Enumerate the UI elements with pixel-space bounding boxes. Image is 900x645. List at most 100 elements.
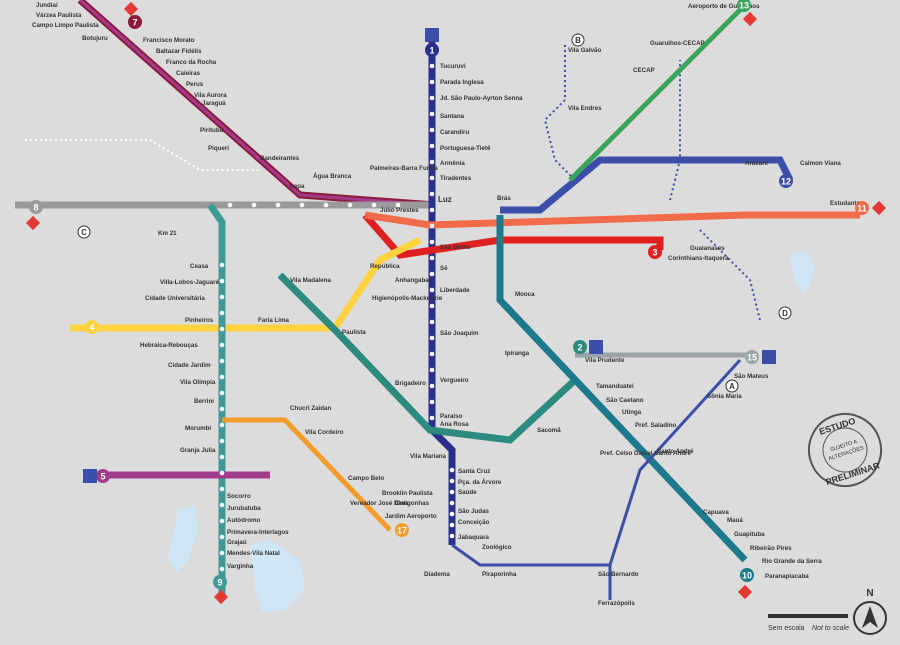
label-varginha[interactable]: Varginha bbox=[227, 563, 254, 570]
label-mooca[interactable]: Mooca bbox=[515, 291, 535, 298]
station-dot[interactable] bbox=[429, 95, 435, 101]
badge-line-12[interactable]: 12 bbox=[779, 174, 793, 188]
label-santa-cruz[interactable]: Santa Cruz bbox=[458, 468, 490, 475]
badge-line-15[interactable]: 15 bbox=[745, 350, 759, 364]
badge-a[interactable]: A bbox=[725, 379, 739, 393]
station-dot[interactable] bbox=[219, 390, 225, 396]
label-aracare[interactable]: Aracaré bbox=[745, 160, 769, 167]
label-franco-rocha[interactable]: Franco da Rocha bbox=[166, 59, 217, 66]
label-sonia-maria[interactable]: Sônia Maria bbox=[707, 393, 742, 400]
station-dot[interactable] bbox=[429, 319, 435, 325]
station-dot[interactable] bbox=[429, 63, 435, 69]
label-zoologico[interactable]: Zoológico bbox=[482, 544, 512, 551]
label-parada-inglesa[interactable]: Parada Inglesa bbox=[440, 79, 484, 86]
label-jaragua[interactable]: Jaraguá bbox=[202, 100, 226, 107]
label-higienopolis[interactable]: Higienópolis-Mackenzie bbox=[372, 295, 443, 302]
station-dot[interactable] bbox=[429, 175, 435, 181]
badge-line-1[interactable]: 1 bbox=[425, 43, 439, 57]
label-vila-galvao[interactable]: Vila Galvão bbox=[568, 47, 601, 54]
label-sao-bernardo[interactable]: São Bernardo bbox=[598, 571, 639, 578]
station-dot[interactable] bbox=[219, 406, 225, 412]
label-vila-mariana[interactable]: Vila Mariana bbox=[410, 453, 447, 460]
label-corinthians[interactable]: Corinthians-Itaquera bbox=[668, 255, 729, 262]
label-vergueiro[interactable]: Vergueiro bbox=[440, 377, 469, 384]
label-agua-branca[interactable]: Água Branca bbox=[313, 173, 352, 180]
label-grajau[interactable]: Grajaú bbox=[227, 539, 247, 546]
station-dot[interactable] bbox=[227, 202, 233, 208]
station-dot[interactable] bbox=[449, 522, 455, 528]
label-berrini[interactable]: Berrini bbox=[194, 398, 214, 405]
label-tucuruvi[interactable]: Tucuruvi bbox=[440, 63, 466, 70]
station-dot[interactable] bbox=[299, 202, 305, 208]
station-dot[interactable] bbox=[219, 262, 225, 268]
station-dot[interactable] bbox=[449, 500, 455, 506]
label-celso-daniel[interactable]: Pref. Celso Daniel Santo André bbox=[600, 450, 691, 457]
station-dot[interactable] bbox=[429, 335, 435, 341]
station-dot[interactable] bbox=[219, 294, 225, 300]
label-guaianases[interactable]: Guaianases bbox=[690, 245, 725, 252]
label-varzea[interactable]: Várzea Paulista bbox=[36, 12, 82, 19]
label-francisco-morato[interactable]: Francisco Morato bbox=[143, 37, 195, 44]
label-vila-aurora[interactable]: Vila Aurora bbox=[194, 92, 227, 99]
label-saude[interactable]: Saúde bbox=[458, 489, 477, 496]
badge-line-8[interactable]: 8 bbox=[29, 200, 43, 214]
badge-line-11[interactable]: 11 bbox=[855, 201, 869, 215]
label-campo-belo[interactable]: Campo Belo bbox=[348, 475, 384, 482]
station-dot[interactable] bbox=[219, 374, 225, 380]
station-dot[interactable] bbox=[429, 127, 435, 133]
station-dot[interactable] bbox=[219, 502, 225, 508]
label-diadema[interactable]: Diadema bbox=[424, 571, 450, 578]
label-cidade-jardim[interactable]: Cidade Jardim bbox=[168, 362, 211, 369]
badge-line-7[interactable]: 7 bbox=[128, 15, 142, 29]
label-capuava[interactable]: Capuava bbox=[703, 509, 729, 516]
station-dot[interactable] bbox=[449, 478, 455, 484]
label-tiradentes[interactable]: Tiradentes bbox=[440, 175, 472, 182]
label-republica[interactable]: República bbox=[370, 263, 400, 270]
label-brooklin[interactable]: Brooklin Paulista bbox=[382, 490, 433, 497]
label-aeroporto-guarulhos[interactable]: Aeroporto de Guarulhos bbox=[688, 3, 760, 10]
label-conceicao[interactable]: Conceição bbox=[458, 519, 490, 526]
station-dot[interactable] bbox=[347, 202, 353, 208]
station-dot[interactable] bbox=[429, 399, 435, 405]
label-congonhas[interactable]: Congonhas bbox=[395, 500, 430, 507]
label-paranapiacaba[interactable]: Paranapiacaba bbox=[765, 573, 809, 580]
label-sacoma[interactable]: Sacomã bbox=[537, 427, 561, 434]
label-jardim-aeroporto[interactable]: Jardim Aeroporto bbox=[385, 513, 437, 520]
station-dot[interactable] bbox=[219, 486, 225, 492]
label-ceasa[interactable]: Ceasa bbox=[190, 263, 209, 270]
label-se[interactable]: Sé bbox=[440, 265, 448, 272]
label-brigadeiro[interactable]: Brigadeiro bbox=[395, 380, 426, 387]
badge-line-3[interactable]: 3 bbox=[648, 245, 662, 259]
station-dot[interactable] bbox=[429, 239, 435, 245]
label-lapa[interactable]: Lapa bbox=[290, 183, 305, 190]
label-carandiru[interactable]: Carandiru bbox=[440, 129, 469, 136]
label-paulista[interactable]: Paulista bbox=[342, 329, 366, 336]
badge-c[interactable]: C bbox=[77, 225, 91, 239]
label-tamanduatei[interactable]: Tamanduateí bbox=[596, 383, 634, 390]
station-dot[interactable] bbox=[219, 358, 225, 364]
label-piraporinha[interactable]: Piraporinha bbox=[482, 571, 517, 578]
badge-line-5[interactable]: 5 bbox=[96, 469, 110, 483]
station-dot[interactable] bbox=[449, 533, 455, 539]
label-anhangabau[interactable]: Anhangabaú bbox=[395, 277, 433, 284]
label-santana[interactable]: Santana bbox=[440, 113, 465, 120]
label-cidade-universitaria[interactable]: Cidade Universitária bbox=[145, 295, 205, 302]
badge-line-17[interactable]: 17 bbox=[395, 523, 409, 537]
station-dot[interactable] bbox=[429, 111, 435, 117]
station-dot[interactable] bbox=[449, 467, 455, 473]
badge-line-4[interactable]: 4 bbox=[85, 320, 99, 334]
label-vila-prudente[interactable]: Vila Prudente bbox=[585, 357, 625, 364]
label-julio-prestes[interactable]: Júlio Prestes bbox=[380, 207, 419, 214]
label-ferrazopolis[interactable]: Ferrazópolis bbox=[598, 600, 635, 607]
label-utinga[interactable]: Utinga bbox=[622, 409, 642, 416]
station-dot[interactable] bbox=[323, 202, 329, 208]
label-sao-joaquim[interactable]: São Joaquim bbox=[440, 330, 479, 337]
label-sao-mateus[interactable]: São Mateus bbox=[734, 373, 769, 380]
station-dot[interactable] bbox=[429, 143, 435, 149]
badge-line-9[interactable]: 9 bbox=[213, 575, 227, 589]
label-vila-olimpia[interactable]: Vila Olímpia bbox=[180, 379, 216, 386]
label-hebraica[interactable]: Hebraica-Rebouças bbox=[140, 342, 198, 349]
label-guarulhos-cecap[interactable]: Guarulhos-CECAP bbox=[650, 40, 705, 47]
label-jabaquara[interactable]: Jabaquara bbox=[458, 534, 490, 541]
station-dot[interactable] bbox=[449, 489, 455, 495]
